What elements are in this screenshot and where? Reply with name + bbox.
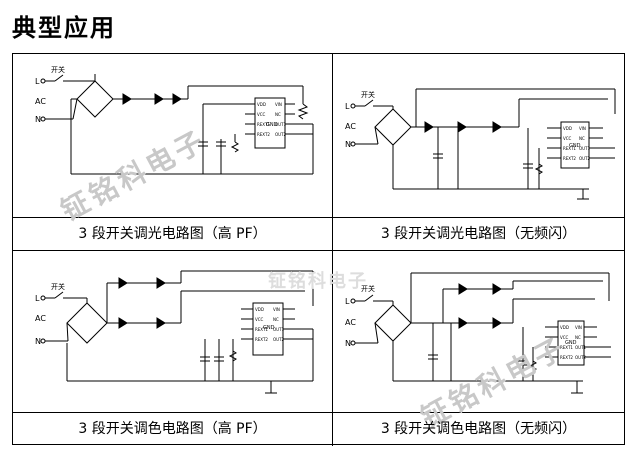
label-switch: 开关: [361, 284, 375, 293]
ic-pin: OUT2: [273, 337, 285, 342]
caption-dimming-no-flicker: 3 段开关调光电路图（无频闪）: [333, 218, 624, 251]
label-L: L: [345, 102, 350, 111]
caption-dimming-high-pf: 3 段开关调光电路图（高 PF）: [13, 218, 333, 251]
ic-pin: OUT1: [579, 146, 591, 151]
ic-gnd-pin: GND: [565, 340, 577, 346]
ic-pin: NC: [273, 317, 279, 322]
ic-pin: VIN: [273, 307, 280, 312]
ic-pin: REXT2: [563, 156, 576, 161]
ic-pin: NC: [575, 335, 581, 340]
schematic: L AC N 开关 GND VDD VCC REXT1 REXT2 VIN NC…: [35, 65, 314, 175]
ic-pin: VDD: [255, 307, 264, 312]
circuit-diagram-color-no-flicker: L AC N 开关 GND VDD VCC REXT1 REXT2 VIN NC…: [333, 251, 624, 435]
label-L: L: [35, 77, 40, 86]
ic-pin: OUT1: [275, 122, 287, 127]
circuit-diagram-color-high-pf: L AC N 开关 GND VDD VCC REXT1 REXT2 VIN NC…: [13, 251, 333, 413]
label-AC: AC: [35, 97, 46, 106]
ic-pin: VIN: [275, 102, 282, 107]
circuit-diagram-dimming-high-pf: L AC N 开关 GND VDD VCC REXT1 REXT2 VIN NC…: [13, 54, 333, 228]
page-title: 典型应用: [12, 14, 116, 42]
ic-pin: VCC: [563, 136, 572, 141]
ic-pin: VDD: [563, 126, 572, 131]
label-switch: 开关: [51, 282, 65, 291]
schematic: L AC N 开关 GND VDD VCC REXT1 REXT2 VIN NC…: [345, 88, 616, 200]
ic-pin: OUT2: [575, 355, 587, 360]
ic-pin: OUT1: [273, 327, 285, 332]
label-L: L: [35, 294, 40, 303]
label-N: N: [35, 115, 41, 124]
ic-pin: NC: [579, 136, 585, 141]
ic-pin: REXT2: [560, 355, 573, 360]
label-N: N: [345, 339, 351, 348]
ic-pin: REXT1: [560, 345, 573, 350]
ic-pin: REXT2: [257, 132, 270, 137]
ic-gnd-pin: GND: [263, 325, 275, 331]
ic-gnd-pin: GND: [266, 122, 278, 128]
label-N: N: [345, 140, 351, 149]
ic-pin: REXT1: [257, 122, 270, 127]
schematic: L AC N 开关 GND VDD VCC REXT1 REXT2 VIN NC…: [35, 270, 314, 394]
application-table: L AC N 开关 GND VDD VCC REXT1 REXT2 VIN NC…: [12, 53, 625, 446]
ic-pin: VIN: [575, 325, 582, 330]
ic-pin: VCC: [255, 317, 264, 322]
ic-pin: NC: [275, 112, 281, 117]
ic-pin: VCC: [560, 335, 569, 340]
label-AC: AC: [345, 122, 356, 131]
ic-pin: OUT2: [579, 156, 591, 161]
ic-pin: REXT1: [563, 146, 576, 151]
label-AC: AC: [345, 318, 356, 327]
ic-pin: VDD: [560, 325, 569, 330]
caption-color-no-flicker: 3 段开关调色电路图（无频闪）: [380, 421, 577, 437]
ic-pin: VIN: [579, 126, 586, 131]
label-L: L: [345, 297, 350, 306]
ic-gnd-pin: GND: [569, 143, 581, 149]
ic-pin: OUT1: [575, 345, 587, 350]
watermark: 钲铭科电子: [268, 271, 368, 292]
caption-color-high-pf: 3 段开关调色电路图（高 PF）: [13, 413, 333, 446]
label-switch: 开关: [51, 65, 65, 74]
ic-pin: VDD: [257, 102, 266, 107]
ic-pin: REXT2: [255, 337, 268, 342]
ic-pin: VCC: [257, 112, 266, 117]
label-switch: 开关: [361, 90, 375, 99]
circuit-diagram-dimming-no-flicker: L AC N 开关 GND VDD VCC REXT1 REXT2 VIN NC…: [333, 54, 624, 218]
ic-pin: REXT1: [255, 327, 268, 332]
schematic: L AC N 开关 GND VDD VCC REXT1 REXT2 VIN NC…: [345, 272, 611, 394]
ic-pin: OUT2: [275, 132, 287, 137]
label-N: N: [35, 337, 41, 346]
label-AC: AC: [35, 314, 46, 323]
